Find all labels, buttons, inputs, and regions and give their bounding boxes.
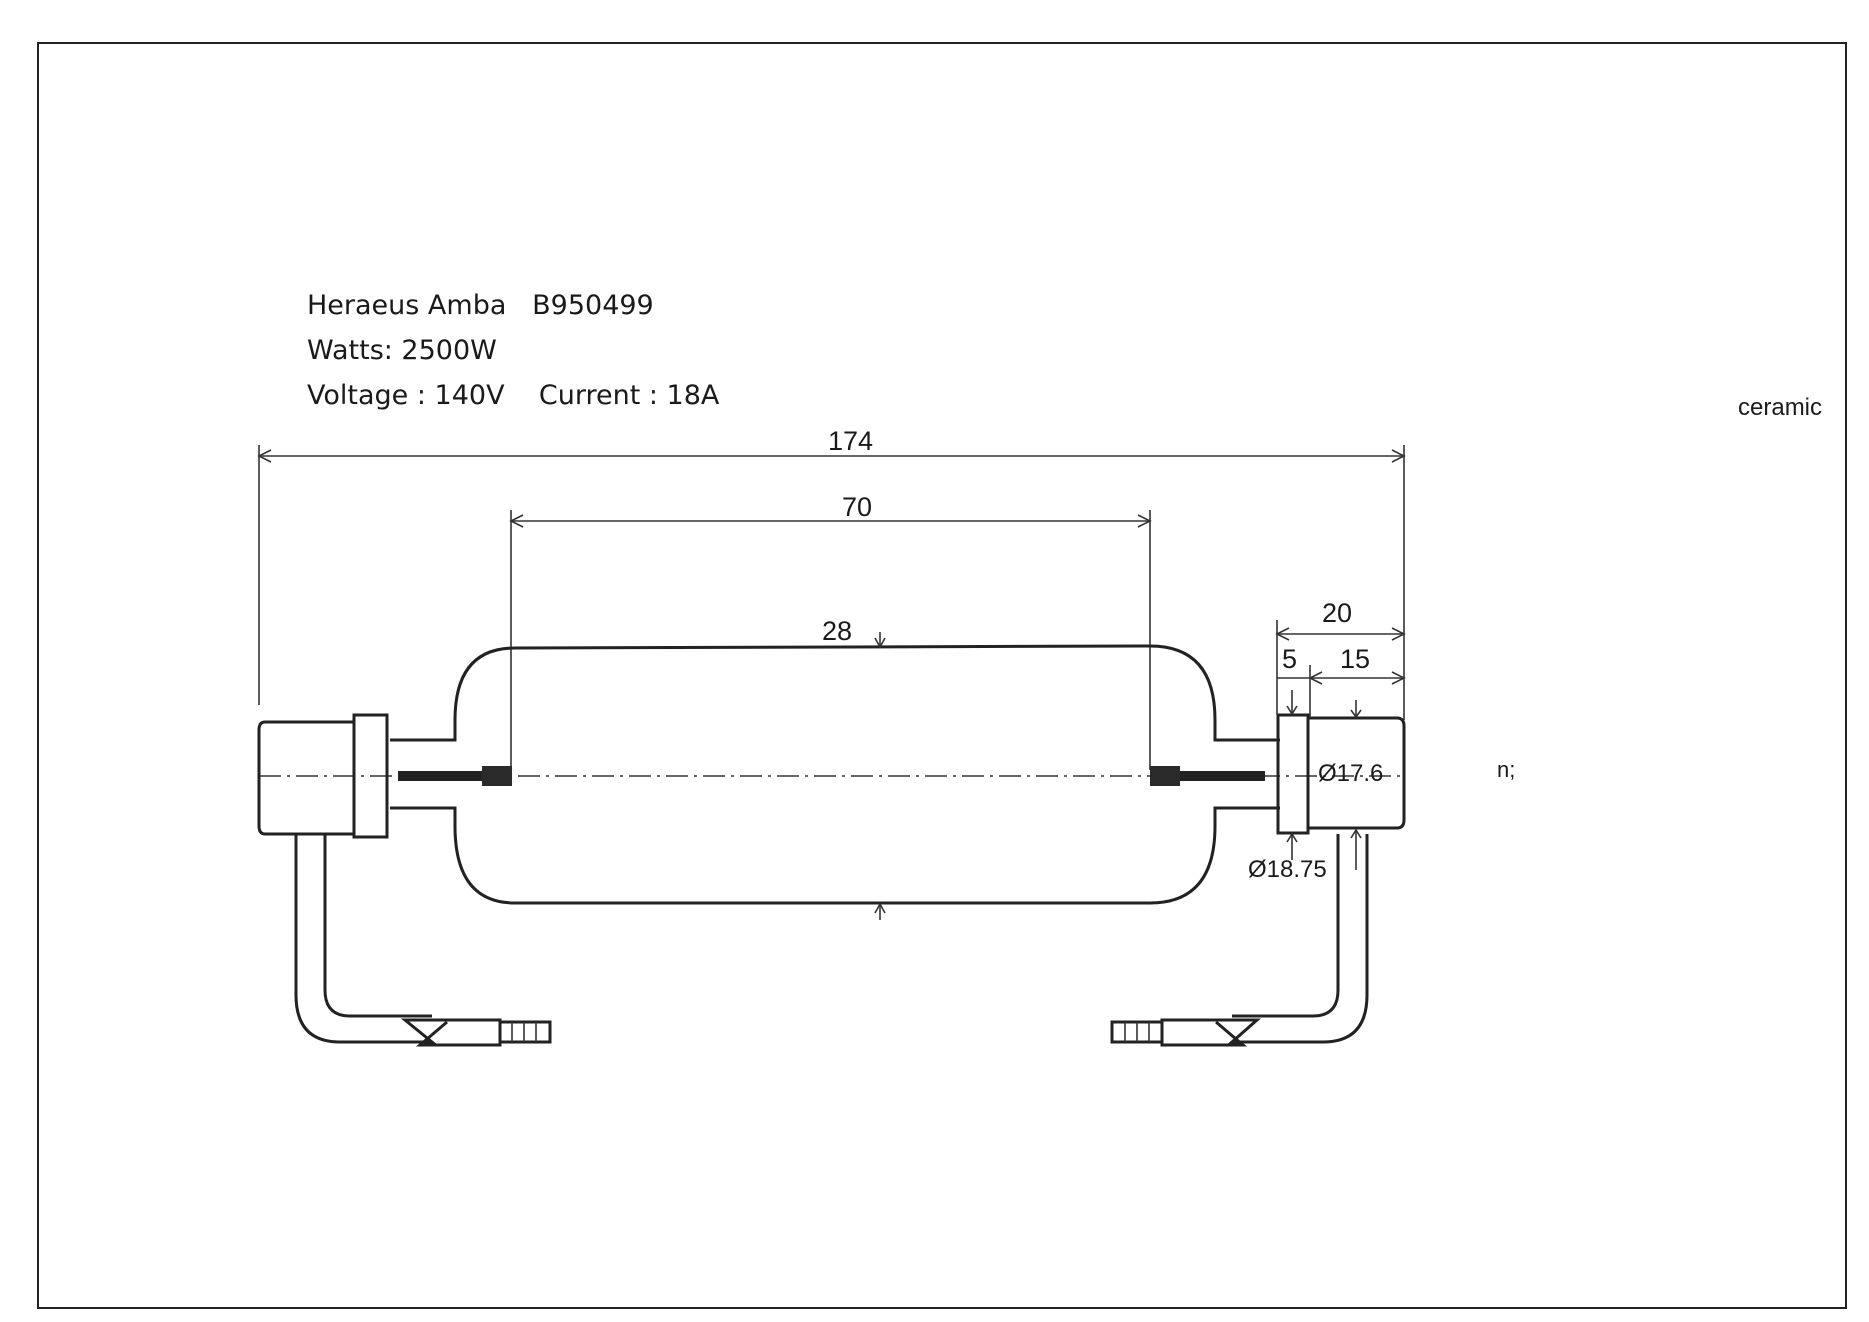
right-lead-wire	[1110, 834, 1369, 1047]
drawing-border	[37, 42, 1847, 1309]
tube-diameter-arrows	[874, 632, 886, 920]
flange-diameter-label: Ø18.75	[1248, 856, 1327, 883]
ceramic-length-label: 15	[1340, 644, 1371, 674]
right-end-cap	[1276, 713, 1406, 835]
quartz-tube	[390, 644, 1280, 905]
ceramic-diameter-label: Ø17.6	[1318, 760, 1384, 787]
filament-leads	[398, 766, 1265, 786]
tube-diameter-label: 28	[822, 616, 853, 646]
heated-length-dimension	[509, 510, 1152, 770]
electrical-line: Voltage : 140V Current : 18A	[307, 380, 720, 411]
heated-length-label: 70	[842, 492, 873, 522]
flange-width-label: 5	[1282, 644, 1298, 674]
manufacturer-line: Heraeus Amba B950499	[307, 290, 654, 321]
end-cap-length-label: 20	[1322, 598, 1353, 628]
end-cap-dimensions	[1275, 620, 1406, 870]
overall-length-label: 174	[828, 426, 874, 456]
left-lead-wire	[294, 834, 552, 1047]
stray-mark: n;	[1497, 757, 1516, 782]
left-end-cap	[257, 713, 389, 839]
watts-line: Watts: 2500W	[307, 335, 497, 366]
overall-length-dimension	[257, 445, 1406, 720]
ceramic-note: ceramic	[1738, 394, 1823, 421]
